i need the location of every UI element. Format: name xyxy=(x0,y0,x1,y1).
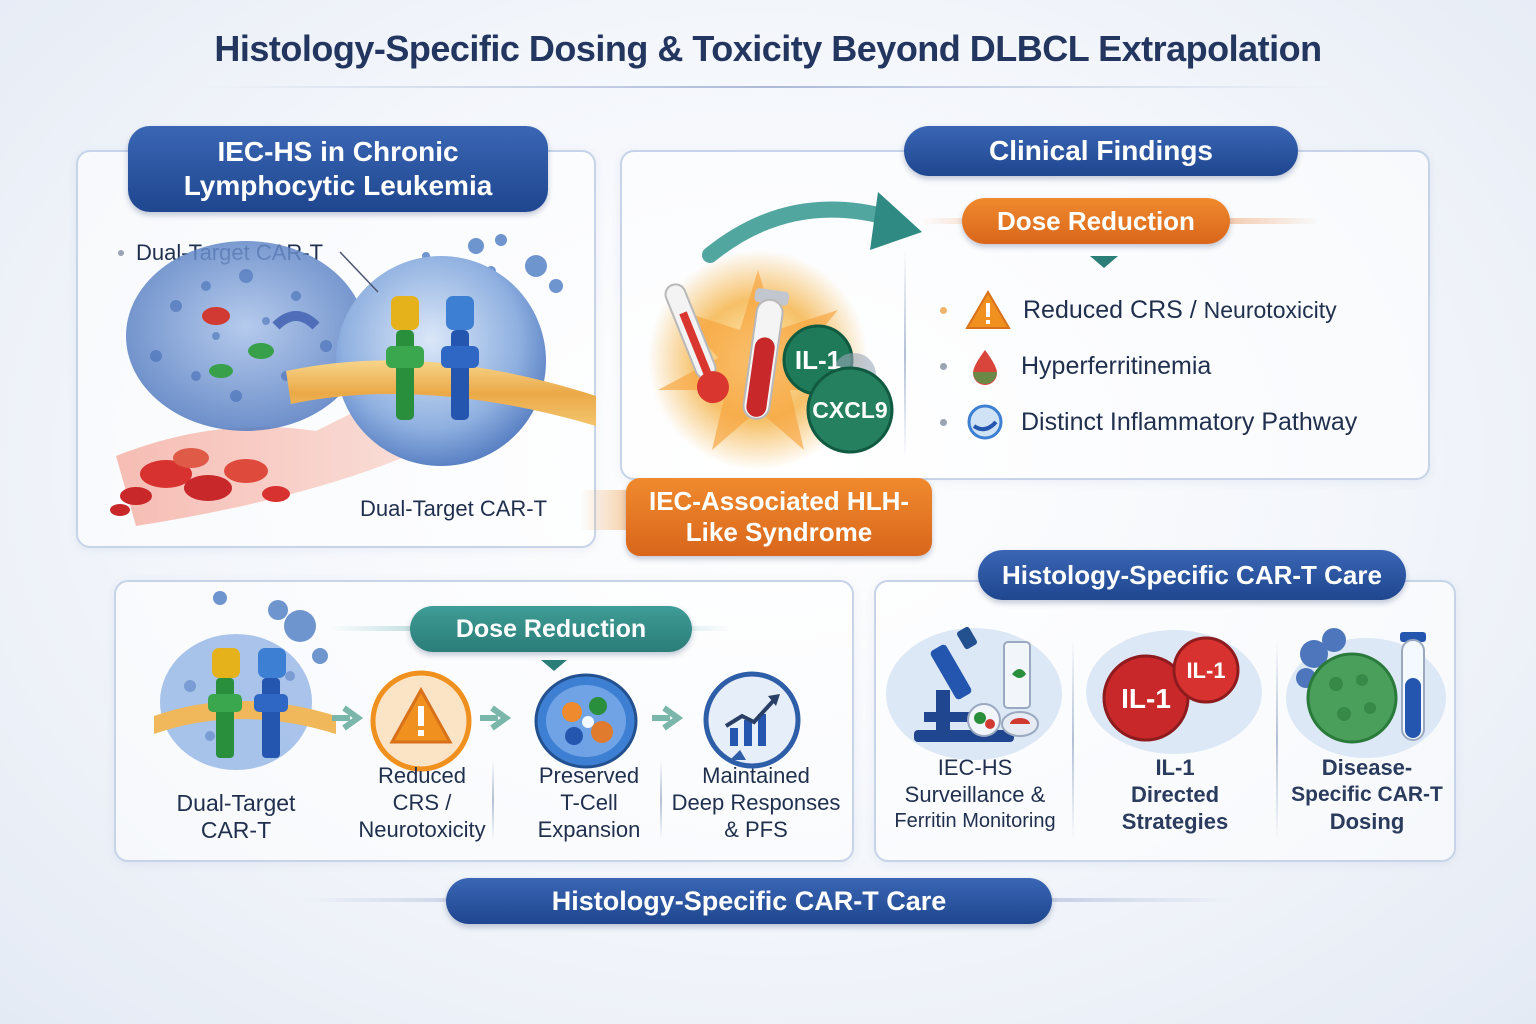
pathway-orb-icon xyxy=(967,404,1003,440)
findings-header: Clinical Findings xyxy=(904,126,1298,176)
cll-illustration xyxy=(110,234,596,526)
bullet-dot xyxy=(940,362,947,370)
red-particle xyxy=(202,307,230,325)
care-item-line: Dosing xyxy=(1329,809,1405,834)
flow-step-label: Dual-Target CAR-T xyxy=(146,790,326,844)
red-blood-cell xyxy=(224,459,268,483)
finding-main: Distinct Inflammatory Pathway xyxy=(1021,407,1358,436)
care-item-line: IEC-HS xyxy=(937,755,1013,780)
cll-header-line1: IEC-HS in Chronic xyxy=(217,136,459,167)
finding-main: Hyperferritinemia xyxy=(1021,351,1212,380)
finding-item: Distinct Inflammatory Pathway xyxy=(940,402,1357,442)
finding-minor: Neurotoxicity xyxy=(1203,296,1337,323)
il1-strategy-icon: IL-1 IL-1 xyxy=(1086,630,1262,754)
flow-step-line: Expansion xyxy=(537,817,641,842)
finding-item: Reduced CRS / Neurotoxicity xyxy=(940,290,1337,330)
cxcl9-marker-text: CXCL9 xyxy=(812,397,887,423)
care-item-line: Disease- xyxy=(1321,755,1413,780)
green-particle xyxy=(248,343,274,359)
thermometer-icon xyxy=(664,283,729,404)
blood-drop-icon xyxy=(973,350,997,385)
findings-divider xyxy=(904,250,906,460)
care-divider xyxy=(1072,640,1074,840)
flow-step-line: Deep Responses xyxy=(671,790,841,815)
main-title: Histology-Specific Dosing & Toxicity Bey… xyxy=(214,28,1322,69)
care-divider xyxy=(1276,640,1278,840)
red-blood-cell xyxy=(262,486,290,502)
test-tube-icon xyxy=(742,288,790,420)
flow-step-line: CAR-T xyxy=(200,817,272,843)
flow-step-label: Reduced CRS / Neurotoxicity xyxy=(336,762,508,843)
chevron-right-icon xyxy=(652,705,684,731)
finding-item: Hyperferritinemia xyxy=(940,346,1211,386)
care-item-line: IL-1 xyxy=(1155,755,1195,780)
red-blood-cell xyxy=(110,504,130,516)
dose-flow-header: Dose Reduction xyxy=(410,606,692,652)
green-particle xyxy=(209,364,233,378)
flow-step-line: & PFS xyxy=(724,817,788,842)
warning-circle-icon xyxy=(370,670,472,772)
care-panel-header: Histology-Specific CAR-T Care xyxy=(978,550,1406,600)
hlh-callout: IEC-Associated HLH- Like Syndrome xyxy=(626,478,932,556)
receptor-blue xyxy=(441,296,479,420)
flow-step-label: Preserved T-Cell Expansion xyxy=(506,762,672,843)
care-item-line: Specific CAR-T xyxy=(1291,783,1443,806)
flow-step-line: Preserved xyxy=(538,763,640,788)
bullet-dot xyxy=(940,306,947,314)
care-item-label: IL-1 Directed Strategies xyxy=(1082,754,1268,835)
finding-main: Reduced CRS xyxy=(1023,295,1183,324)
il1-bubble-text: IL-1 xyxy=(1186,658,1225,683)
care-item-line: Strategies xyxy=(1121,809,1229,834)
flow-divider xyxy=(492,760,494,840)
caret-down-icon xyxy=(1090,256,1118,268)
flow-step-line: Maintained xyxy=(702,763,810,788)
red-blood-cell xyxy=(184,475,232,501)
hlh-illustration: IL-1 CXCL9 xyxy=(648,250,894,470)
footer-banner: Histology-Specific CAR-T Care xyxy=(446,878,1052,924)
flow-step-line: Reduced xyxy=(377,763,467,788)
disease-dosing-icon xyxy=(1286,628,1446,758)
flow-car-t-icon xyxy=(154,591,336,770)
flow-step-line: CRS / xyxy=(392,790,452,815)
cell-texture xyxy=(150,269,332,402)
membrane-band xyxy=(286,360,596,426)
flow-arrow-top xyxy=(702,192,922,263)
bullet-dot xyxy=(940,418,947,426)
flow-step-label: Maintained Deep Responses & PFS xyxy=(666,762,846,843)
flow-step-line: Neurotoxicity xyxy=(358,817,486,842)
care-item-line: Ferritin Monitoring xyxy=(894,810,1056,832)
chart-trend-icon xyxy=(703,671,801,769)
care-item-label: IEC-HS Surveillance & Ferritin Monitorin… xyxy=(880,754,1070,835)
receptor-green xyxy=(386,296,424,420)
microscope-icon xyxy=(886,626,1062,760)
flow-step-line: T-Cell xyxy=(560,790,618,815)
red-blood-cell xyxy=(140,460,192,488)
flow-divider xyxy=(660,760,662,840)
cxcl9-marker-bubble: CXCL9 xyxy=(806,366,894,454)
bullet-dot xyxy=(118,250,124,256)
cll-label-bottom: Dual-Target CAR-T xyxy=(360,496,548,521)
care-item-line: Surveillance & xyxy=(904,782,1046,807)
label-leader-line xyxy=(339,251,379,293)
title-divider xyxy=(200,86,1336,88)
flow-step-line: Dual-Target xyxy=(176,790,296,816)
chevron-right-icon xyxy=(332,705,364,731)
red-blood-cell xyxy=(173,448,209,468)
care-item-line: Directed xyxy=(1130,782,1220,807)
cll-panel-header: IEC-HS in Chronic Lymphocytic Leukemia xyxy=(128,126,548,212)
cell-strand xyxy=(272,311,320,330)
care-item-label: Disease- Specific CAR-T Dosing xyxy=(1282,754,1452,835)
hlh-callout-line2: Like Syndrome xyxy=(685,517,873,547)
t-cell-expansion-icon xyxy=(534,673,638,769)
findings-dose-reduction-pill: Dose Reduction xyxy=(962,198,1230,244)
finding-separator: / xyxy=(1182,295,1204,324)
hlh-callout-line1: IEC-Associated HLH- xyxy=(648,486,910,516)
il1-bubble-text: IL-1 xyxy=(1121,683,1171,714)
caret-down-icon xyxy=(541,660,567,671)
chevron-right-icon xyxy=(480,705,512,731)
red-blood-cell xyxy=(120,487,152,505)
warning-icon xyxy=(965,290,1011,329)
cll-header-line2: Lymphocytic Leukemia xyxy=(183,170,493,201)
